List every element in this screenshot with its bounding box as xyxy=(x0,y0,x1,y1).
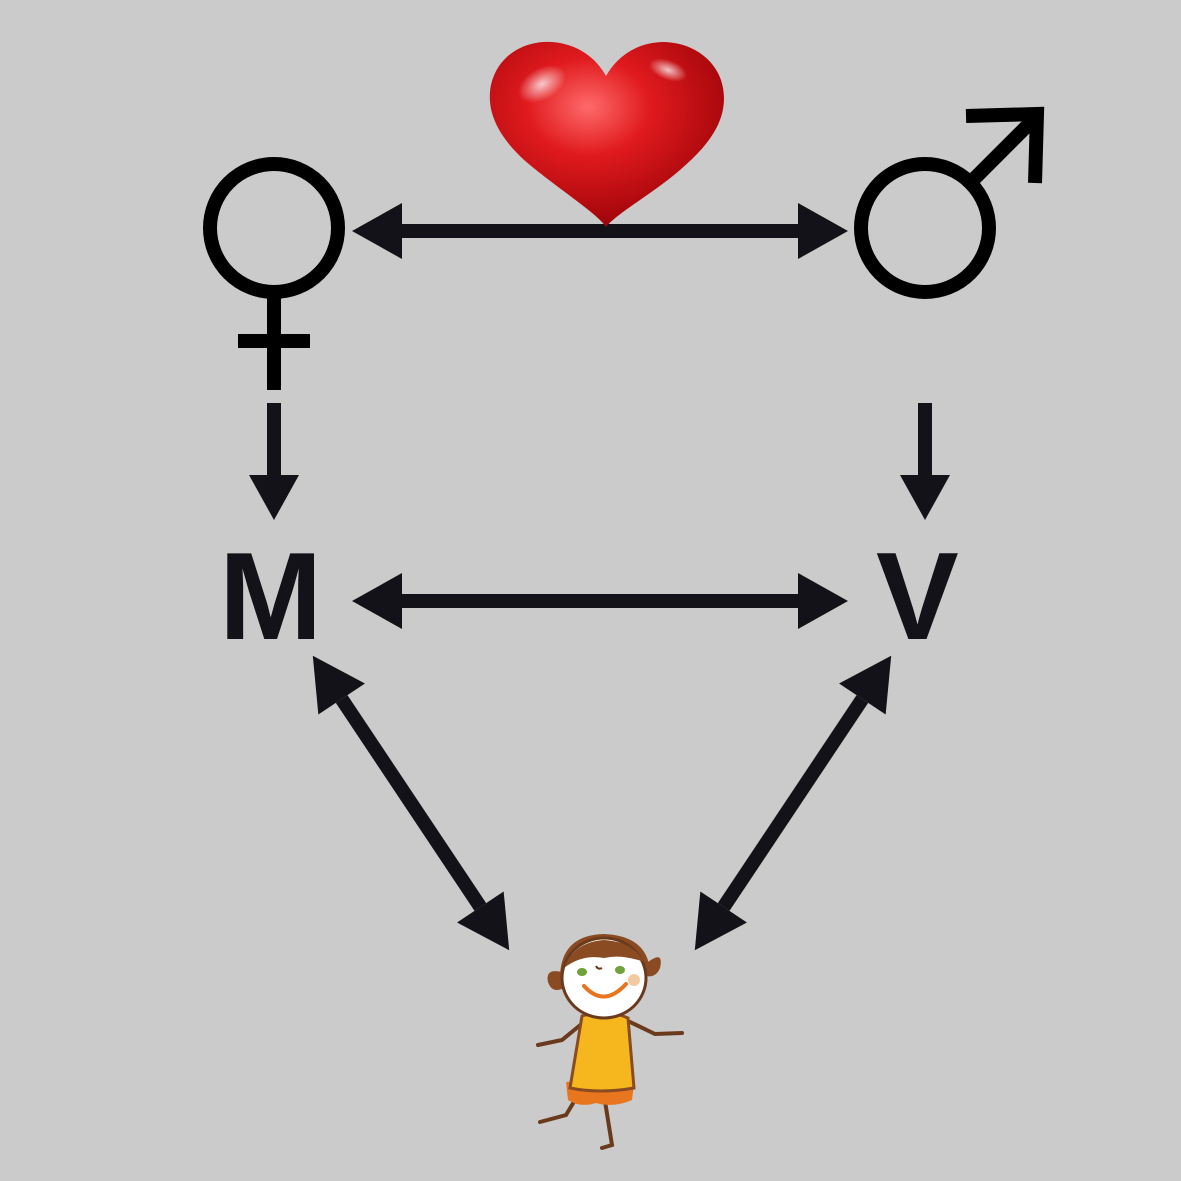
arrow-m-v-shaft xyxy=(392,594,802,608)
arrow-female-male-head-right xyxy=(798,203,848,259)
child-nose xyxy=(595,965,603,970)
arrow-m-v-head-left xyxy=(352,573,402,629)
node-label-m: M xyxy=(219,528,323,666)
arrow-v-child-head-bottom xyxy=(694,891,747,951)
arrow-m-child-head-top xyxy=(312,655,365,715)
child-dress xyxy=(568,1011,636,1093)
node-label-v: V xyxy=(876,528,959,666)
arrow-m-child-head-bottom xyxy=(457,891,510,951)
child-pigtail-right xyxy=(646,957,661,977)
child-right-arm xyxy=(628,1020,684,1037)
child-pigtail-left xyxy=(547,971,564,990)
arrow-female-to-m-head xyxy=(249,475,299,520)
arrow-female-to-m xyxy=(249,403,299,520)
female-symbol-icon xyxy=(203,157,345,390)
heart-highlight-right xyxy=(648,58,688,82)
arrow-male-to-v xyxy=(900,403,950,520)
heart-highlight xyxy=(518,65,566,103)
child-figure-icon xyxy=(536,934,684,1150)
arrow-v-child xyxy=(694,655,892,951)
arrow-v-child-head-top xyxy=(839,655,892,715)
child-left-arm xyxy=(536,1020,586,1047)
male-symbol-shaft xyxy=(965,113,1040,188)
heart-shape xyxy=(489,41,724,227)
male-symbol-icon xyxy=(854,106,1045,299)
arrow-m-v-head-right xyxy=(798,573,848,629)
arrow-m-child-shaft xyxy=(335,695,487,911)
arrow-v-child-shaft xyxy=(717,695,869,911)
arrow-m-v xyxy=(352,573,848,629)
arrow-female-to-m-shaft xyxy=(267,403,281,483)
child-mouth xyxy=(582,982,628,999)
child-eye-right xyxy=(615,966,625,974)
child-right-leg xyxy=(600,1093,615,1150)
arrow-m-child xyxy=(312,655,510,951)
child-eye-left xyxy=(577,968,587,976)
male-symbol-arrowhead xyxy=(965,106,1045,184)
arrow-male-to-v-head xyxy=(900,475,950,520)
male-symbol-circle xyxy=(854,157,996,299)
arrow-female-male-shaft xyxy=(392,224,802,238)
arrow-male-to-v-shaft xyxy=(918,403,932,483)
arrow-female-male xyxy=(352,203,848,259)
heart-icon xyxy=(489,41,724,227)
female-symbol-circle xyxy=(203,157,345,299)
arrow-female-male-head-left xyxy=(352,203,402,259)
child-cheek xyxy=(628,974,640,986)
child-fringe xyxy=(564,940,644,968)
